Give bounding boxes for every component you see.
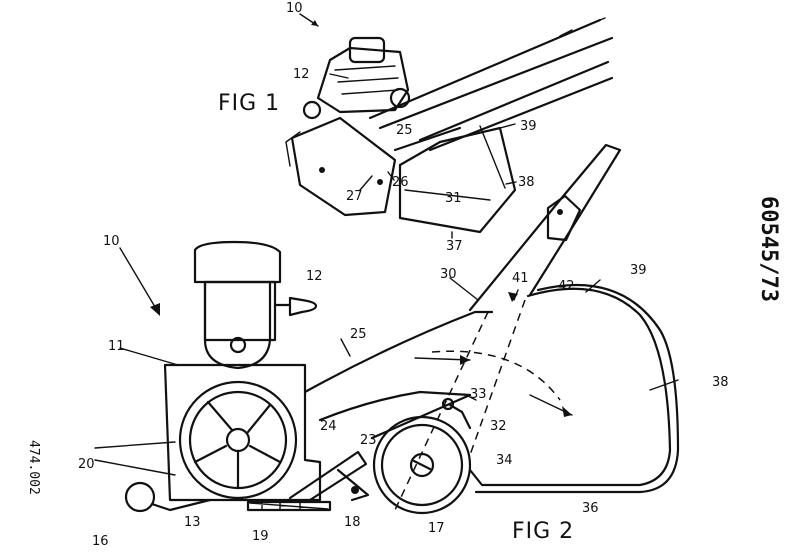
fig2-ref-32: 32 xyxy=(490,419,507,434)
fig1-ref-38: 38 xyxy=(518,175,535,190)
fig2-ref-38: 38 xyxy=(712,375,729,390)
fig2-ref-16: 16 xyxy=(92,534,109,549)
application-number: 474.002 xyxy=(26,440,41,495)
fig2-ref-13: 13 xyxy=(184,515,201,530)
fig2-ref-25: 25 xyxy=(350,327,367,342)
fig1-ref-37: 37 xyxy=(446,239,463,254)
fig1-ref-10: 10 xyxy=(286,1,303,16)
fig2-ref-34: 34 xyxy=(496,453,513,468)
fig1-title: FIG 1 xyxy=(218,91,280,116)
fig2-ref-42: 42 xyxy=(558,279,575,294)
fig2-ref-19: 19 xyxy=(252,529,269,544)
patent-number: 60545/73 xyxy=(756,196,781,302)
fig2-title: FIG 2 xyxy=(512,519,574,544)
fig2-ref-41: 41 xyxy=(512,271,529,286)
fig2-ref-18: 18 xyxy=(344,515,361,530)
fig2-ref-24: 24 xyxy=(320,419,337,434)
fig2-ref-39: 39 xyxy=(630,263,647,278)
fig1-ref-12: 12 xyxy=(293,67,310,82)
fig2-ref-33: 33 xyxy=(470,387,487,402)
fig2-ref-23: 23 xyxy=(360,433,377,448)
fig1-ref-27: 27 xyxy=(346,189,363,204)
fig2-ref-36: 36 xyxy=(582,501,599,516)
fig1-lawnmower-perspective xyxy=(285,17,614,234)
fig2-ref-17: 17 xyxy=(428,521,445,536)
fig2-ref-20: 20 xyxy=(78,457,95,472)
fig2-lawnmower-side-section xyxy=(124,143,680,515)
fig1-ref-31: 31 xyxy=(445,191,462,206)
fig2-ref-12: 12 xyxy=(306,269,323,284)
fig2-ref-30: 30 xyxy=(440,267,457,282)
fig1-ref-25: 25 xyxy=(396,123,413,138)
fig1-ref-39: 39 xyxy=(520,119,537,134)
fig1-ref-26: 26 xyxy=(392,175,409,190)
fig2-ref-11: 11 xyxy=(108,339,125,354)
fig2-ref-10: 10 xyxy=(103,234,120,249)
